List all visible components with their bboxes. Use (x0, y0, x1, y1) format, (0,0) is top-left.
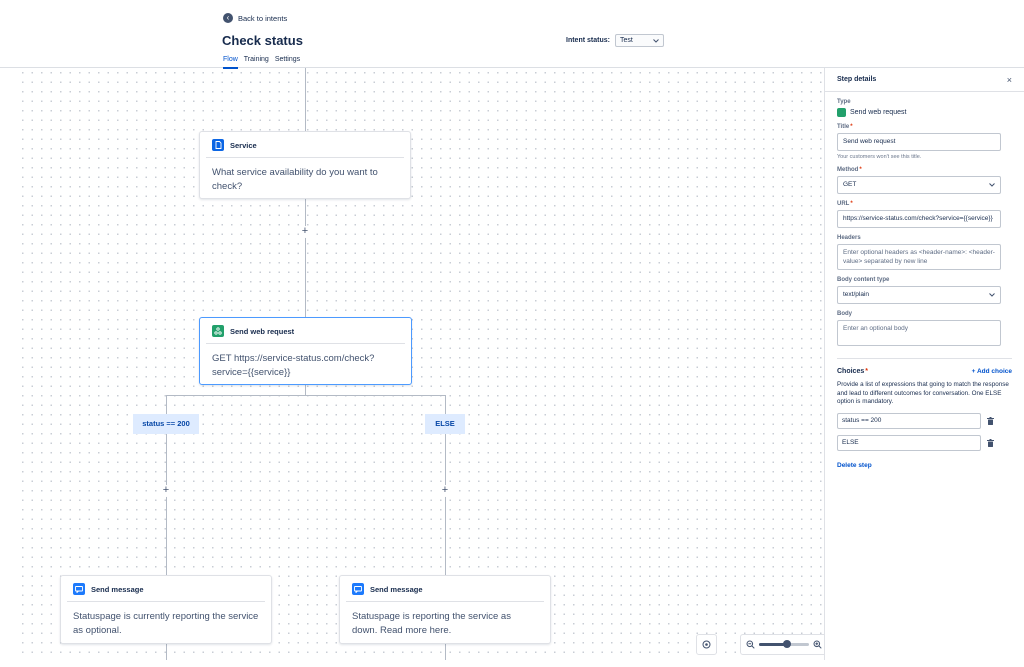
node-body: GET https://service-status.com/check?ser… (212, 353, 375, 378)
intent-status-select[interactable]: Test (614, 34, 664, 47)
arrow-left-icon: ‹ (223, 13, 233, 23)
web-request-node[interactable]: Send web request GET https://service-sta… (199, 317, 412, 385)
title-field[interactable]: Send web request (837, 133, 1001, 151)
headers-label: Headers (837, 235, 861, 241)
trash-icon[interactable] (987, 438, 994, 447)
body-label: Body (837, 311, 852, 317)
flow-canvas[interactable]: + + + Service What service availability … (18, 68, 824, 660)
add-step-button[interactable]: + (160, 485, 172, 497)
step-details-panel: Step details × Type Send web request Tit… (824, 68, 1024, 660)
required-mark: * (859, 167, 862, 173)
title-label-text: Title (837, 124, 850, 130)
send-message-node[interactable]: Send message Statuspage is currently rep… (60, 575, 272, 644)
tab-training[interactable]: Training (243, 56, 269, 63)
message-icon (73, 583, 85, 595)
connector-line (305, 68, 306, 131)
choices-label: Choices* (837, 368, 868, 375)
node-body: Statuspage is reporting the service as d… (352, 611, 511, 636)
required-mark: * (850, 201, 853, 207)
add-step-button[interactable]: + (299, 226, 311, 238)
zoom-out-icon[interactable] (746, 640, 755, 649)
url-label: URL* (837, 201, 1012, 207)
condition-label[interactable]: status == 200 (133, 414, 199, 434)
choice-input[interactable]: ELSE (837, 434, 981, 451)
node-title: Send web request (230, 326, 295, 336)
choice-row: status == 200 (837, 412, 1012, 429)
chevron-down-icon (653, 38, 659, 43)
page-header: ‹ Back to intents Check status Intent st… (0, 0, 1024, 69)
trash-icon[interactable] (987, 416, 994, 425)
node-header: Send message (67, 576, 265, 602)
chevron-down-icon (989, 293, 995, 297)
method-select[interactable]: GET (837, 176, 1001, 194)
connector-line (305, 199, 306, 317)
chevron-down-icon (989, 183, 995, 187)
choice-row: ELSE (837, 434, 1012, 451)
tab-flow[interactable]: Flow (223, 56, 238, 69)
url-field[interactable]: https://service-status.com/check?service… (837, 210, 1001, 228)
intent-status-value: Test (619, 37, 633, 44)
zoom-slider-thumb[interactable] (782, 640, 791, 648)
node-title: Send message (91, 584, 144, 594)
headers-textarea[interactable]: Enter optional headers as <header-name>:… (837, 244, 1001, 270)
node-header: Send web request (206, 318, 405, 344)
required-mark: * (865, 368, 868, 375)
zoom-in-icon[interactable] (813, 640, 822, 649)
tab-settings[interactable]: Settings (274, 56, 301, 63)
panel-body: Type Send web request Title* Send web re… (825, 92, 1024, 476)
type-label: Type (837, 99, 851, 105)
required-mark: * (850, 124, 853, 130)
connector-line (445, 644, 446, 660)
intent-status-label: Intent status: (566, 37, 610, 44)
node-body: What service availability do you want to… (212, 167, 378, 192)
document-icon (212, 139, 224, 151)
type-value-text: Send web request (850, 109, 907, 116)
choices-label-text: Choices (837, 368, 865, 375)
body-type-label: Body content type (837, 277, 890, 283)
add-step-button[interactable]: + (439, 485, 451, 497)
target-icon (702, 640, 711, 649)
tab-bar: Flow Training Settings (223, 56, 300, 69)
connector-line (166, 395, 445, 396)
message-icon (352, 583, 364, 595)
send-message-node[interactable]: Send message Statuspage is reporting the… (339, 575, 551, 644)
panel-title: Step details (837, 76, 877, 83)
close-icon[interactable]: × (1006, 74, 1012, 85)
method-value: GET (843, 181, 857, 188)
title-label: Title* (837, 124, 1012, 130)
webhook-icon (212, 325, 224, 337)
panel-header: Step details × (825, 68, 1024, 92)
choice-input[interactable]: status == 200 (837, 412, 981, 429)
method-label: Method* (837, 167, 1012, 173)
node-body: Statuspage is currently reporting the se… (73, 611, 259, 636)
choices-header: Choices* + Add choice (837, 358, 1012, 375)
body-type-value: text/plain (843, 291, 870, 298)
add-choice-button[interactable]: + Add choice (971, 368, 1012, 375)
node-title: Send message (370, 584, 423, 594)
node-header: Service (206, 132, 404, 158)
url-label-text: URL (837, 201, 850, 207)
zoom-slider[interactable] (759, 640, 809, 648)
recenter-button[interactable] (696, 634, 717, 655)
condition-label[interactable]: ELSE (425, 414, 465, 434)
choices-description: Provide a list of expressions that going… (837, 381, 1009, 406)
title-help-text: Your customers won't see this title. (837, 154, 922, 160)
delete-step-button[interactable]: Delete step (837, 461, 872, 469)
method-label-text: Method (837, 167, 859, 173)
type-value: Send web request (837, 108, 1012, 117)
node-title: Service (230, 140, 257, 150)
service-node[interactable]: Service What service availability do you… (199, 131, 411, 199)
back-link-label: Back to intents (238, 13, 288, 23)
zoom-control (740, 634, 824, 655)
intent-status: Intent status: Test (566, 34, 664, 47)
back-to-intents-link[interactable]: ‹ Back to intents (223, 13, 287, 23)
body-type-select[interactable]: text/plain (837, 286, 1001, 304)
zoom-slider-fill (759, 643, 787, 646)
connector-line (166, 644, 167, 660)
body-textarea[interactable]: Enter an optional body (837, 320, 1001, 346)
webhook-icon (837, 108, 846, 117)
page-title: Check status (222, 33, 303, 48)
node-header: Send message (346, 576, 544, 602)
connector-line (305, 385, 306, 395)
